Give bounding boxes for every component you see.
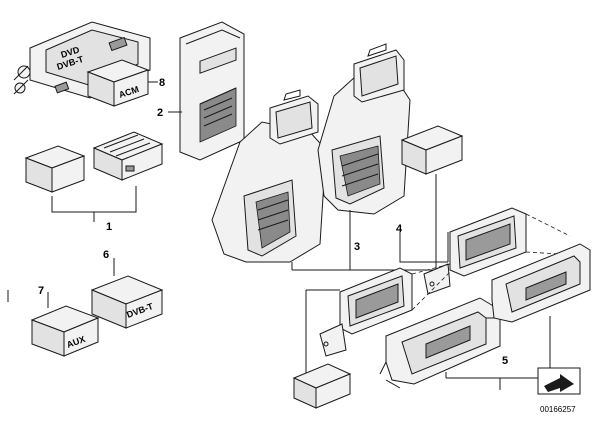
part4-box: [292, 363, 352, 409]
bracket-5: [445, 316, 551, 390]
screen-right: [423, 207, 527, 295]
arrow-icon: [544, 374, 574, 392]
callout-3: 3: [354, 241, 360, 253]
housing-right: [486, 243, 591, 323]
part1-box: [24, 145, 86, 193]
callout-5: 5: [502, 355, 508, 367]
bracket-3: [291, 174, 437, 271]
callout-1: 1: [106, 221, 112, 233]
housing-left: [379, 297, 501, 389]
callout-7: 7: [38, 285, 44, 297]
bracket-4: [305, 232, 449, 394]
dvbt-box: DVB-T: [90, 275, 164, 329]
part1-module: [92, 131, 164, 181]
seat-left: [211, 89, 327, 263]
callout-4: 4: [396, 223, 403, 235]
callout-8: 8: [159, 77, 165, 89]
reference-arrow-box: [537, 367, 581, 395]
bracket-1: [51, 186, 137, 222]
acm-box: ACM: [86, 59, 150, 107]
aux-box: AUX: [30, 305, 100, 357]
callout-2: 2: [157, 107, 163, 119]
seat-right: [317, 43, 411, 215]
callout-6: 6: [103, 249, 109, 261]
reference-number: 00166257: [540, 405, 576, 414]
screen-left: [319, 267, 413, 357]
part3-box: [400, 125, 464, 175]
seat-back-cover: [179, 21, 245, 161]
